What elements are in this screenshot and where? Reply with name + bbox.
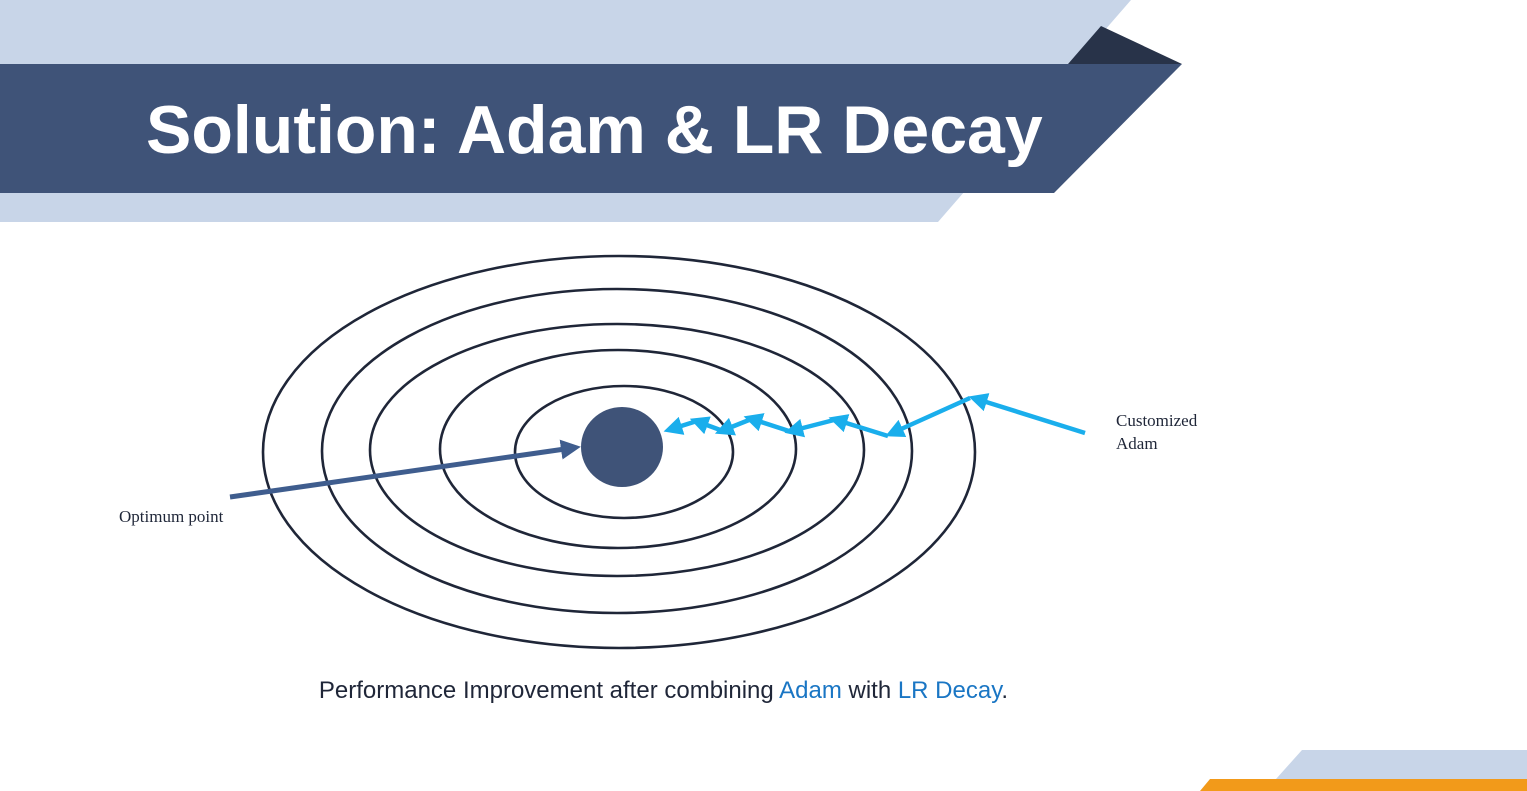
caption-suffix: .	[1001, 677, 1009, 704]
adam-step	[784, 417, 835, 438]
corner-light-stripe	[1276, 750, 1527, 779]
optimum-point	[581, 407, 663, 487]
adam-step	[743, 413, 793, 435]
adam-step	[689, 416, 724, 435]
figure-caption: Performance Improvement after combining …	[0, 676, 1327, 706]
title-banner	[0, 0, 1182, 222]
adam-path	[663, 393, 1086, 439]
contour-rings	[261, 254, 977, 650]
contour-ring-2	[320, 287, 914, 615]
optimum-point-label: Optimum point	[119, 507, 224, 526]
caption-term-lr-decay: LR Decay	[897, 677, 1002, 704]
optimum-arrow	[229, 439, 581, 500]
corner-orange-stripe	[1200, 779, 1527, 791]
caption-term-adam: Adam	[779, 677, 842, 704]
customized-adam-label: Customized Adam	[1116, 409, 1197, 455]
adam-step	[968, 393, 1086, 436]
customized-adam-label-line1: Customized	[1116, 411, 1198, 430]
adam-step	[885, 395, 971, 438]
adam-step	[663, 416, 698, 435]
banner-dark-band	[0, 64, 1182, 193]
contour-ring-1	[261, 254, 977, 650]
adam-step	[714, 417, 750, 436]
caption-prefix: Performance Improvement after combining	[318, 677, 780, 704]
banner-shadow-tab	[1068, 26, 1182, 64]
customized-adam-label-line2: Adam	[1116, 434, 1158, 453]
contour-ring-3	[368, 322, 866, 578]
corner-decoration	[1200, 750, 1527, 791]
contour-ring-4	[438, 348, 798, 550]
caption-middle: with	[841, 677, 898, 704]
adam-step	[828, 414, 889, 439]
slide-title: Solution: Adam & LR Decay	[146, 92, 1043, 168]
contour-ring-5	[513, 384, 735, 520]
